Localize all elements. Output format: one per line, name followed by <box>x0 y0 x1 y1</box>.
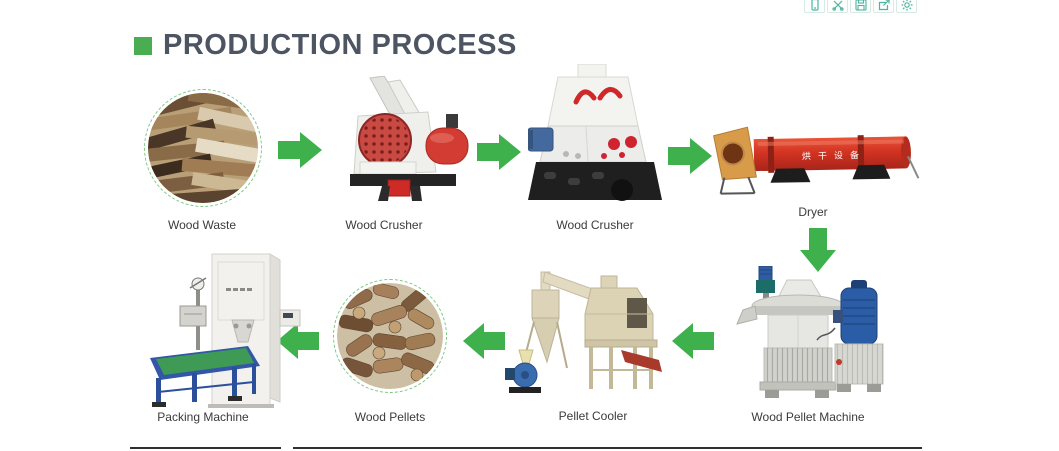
wood-waste-image <box>144 89 262 207</box>
step-label-wood-pellets: Wood Pellets <box>354 410 426 424</box>
step-label-dryer: Dryer <box>798 205 828 219</box>
arrow-right-icon <box>668 138 712 174</box>
arrow-left-icon <box>672 323 714 359</box>
arrow-right-icon <box>477 134 521 170</box>
save-icon <box>854 0 867 11</box>
step-label-packing-machine: Packing Machine <box>157 410 249 424</box>
arrow-down-icon <box>800 228 836 272</box>
packing-machine-image <box>150 253 301 408</box>
step-label-pellet-cooler: Pellet Cooler <box>558 409 628 423</box>
step-label-wood-pellet-machine: Wood Pellet Machine <box>751 410 865 424</box>
wood-pellet-machine-image <box>736 266 884 398</box>
bottom-divider-left <box>130 447 281 449</box>
mobile-icon <box>810 0 819 11</box>
gear-icon[interactable] <box>896 0 917 13</box>
dryer-image: 烘干设备 <box>713 126 920 195</box>
wood-waste-photo <box>148 93 258 203</box>
step-label-wood-crusher-1: Wood Crusher <box>345 218 423 232</box>
gear-icon <box>901 0 912 11</box>
arrow-left-icon <box>463 323 505 359</box>
page-title: PRODUCTION PROCESS <box>163 29 517 61</box>
dryer-drum-text: 烘干设备 <box>802 149 866 162</box>
share-icon <box>878 0 890 11</box>
save-icon[interactable] <box>850 0 871 13</box>
arrow-left-icon <box>277 323 319 359</box>
wood-pellets-image <box>333 279 447 393</box>
mobile-icon[interactable] <box>804 0 825 13</box>
wood-pellets-photo <box>337 283 443 389</box>
step-label-wood-waste: Wood Waste <box>167 218 237 232</box>
wood-crusher-2-image <box>528 64 662 201</box>
share-icon[interactable] <box>873 0 894 13</box>
wood-crusher-1-image <box>350 76 469 201</box>
arrow-right-icon <box>278 132 322 168</box>
step-label-wood-crusher-2: Wood Crusher <box>556 218 634 232</box>
title-accent-square <box>134 37 152 55</box>
bottom-divider-right <box>293 447 922 449</box>
pellet-cooler-image <box>505 271 662 393</box>
scissors-icon <box>831 0 844 11</box>
scissors-icon[interactable] <box>827 0 848 13</box>
